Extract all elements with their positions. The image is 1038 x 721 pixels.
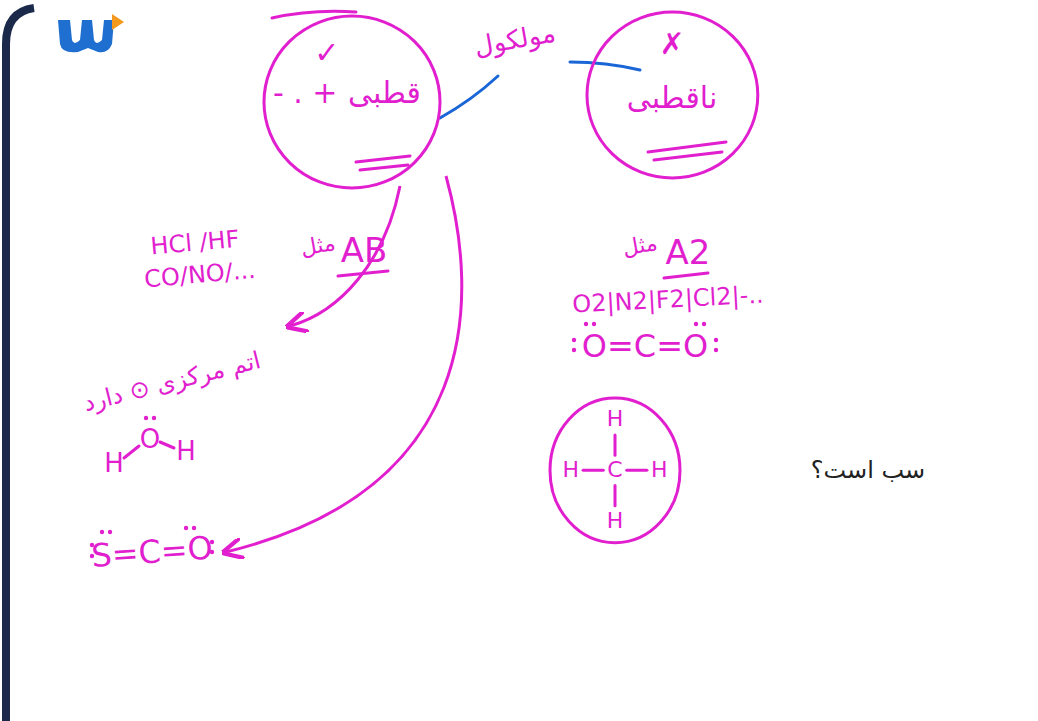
circle-outline (550, 398, 680, 543)
printed-text: سب است؟ (811, 456, 925, 485)
molecule-formula: O=C=O (582, 327, 708, 365)
formula-pattern: AB (341, 230, 388, 271)
shape-text: ✗ (659, 26, 684, 62)
example-list: O2|N2|F2|Cl2|-.. (572, 281, 765, 320)
shape-text: H (607, 406, 624, 432)
circle-outline (587, 12, 758, 178)
atom-symbol: H (176, 436, 196, 467)
bond-line (614, 435, 617, 455)
example-list: HCl /HF (149, 225, 240, 261)
shape-text: H (562, 457, 579, 483)
rule-note: اتم مرکزی ⊙ دارد (80, 346, 263, 418)
atom-symbol: O (140, 424, 160, 455)
arrow-stroke (226, 176, 462, 552)
leader-line (440, 76, 498, 118)
note-word: مثل (620, 230, 659, 262)
bond-line (583, 468, 603, 471)
heading-word: مولکول (472, 18, 558, 63)
example-list: CO/NO/... (143, 256, 257, 294)
formula-pattern: A2 (666, 232, 711, 273)
shape-text: - . + (273, 75, 338, 111)
shape-text: ✓ (314, 35, 339, 71)
shape-text: H (607, 507, 624, 533)
polar-circle: ✓ - . + قطبی (262, 14, 442, 190)
molecule-formula: S=C=O (90, 529, 214, 576)
methane-circle: HHCHH (548, 396, 682, 545)
shape-text: C (607, 457, 622, 483)
nonpolar-circle: ✗ ناقطبی (585, 10, 760, 180)
slide-frame (6, 8, 34, 721)
bond-line (614, 485, 617, 505)
note-word: مثل (298, 230, 337, 262)
logo-mark (58, 20, 114, 52)
lone-pair-dots (90, 322, 718, 558)
shape-text: ناقطبی (627, 80, 718, 116)
shape-text: H (651, 457, 668, 483)
underline (356, 156, 410, 170)
logo-triangle (112, 14, 124, 30)
bond-line (627, 468, 647, 471)
atom-symbol: H (104, 448, 124, 479)
shape-text: قطبی (348, 75, 421, 111)
circle-outline (264, 16, 440, 188)
leader-line (570, 62, 640, 70)
arrow-stroke (290, 186, 400, 326)
underline (648, 142, 726, 160)
underline (664, 273, 708, 278)
